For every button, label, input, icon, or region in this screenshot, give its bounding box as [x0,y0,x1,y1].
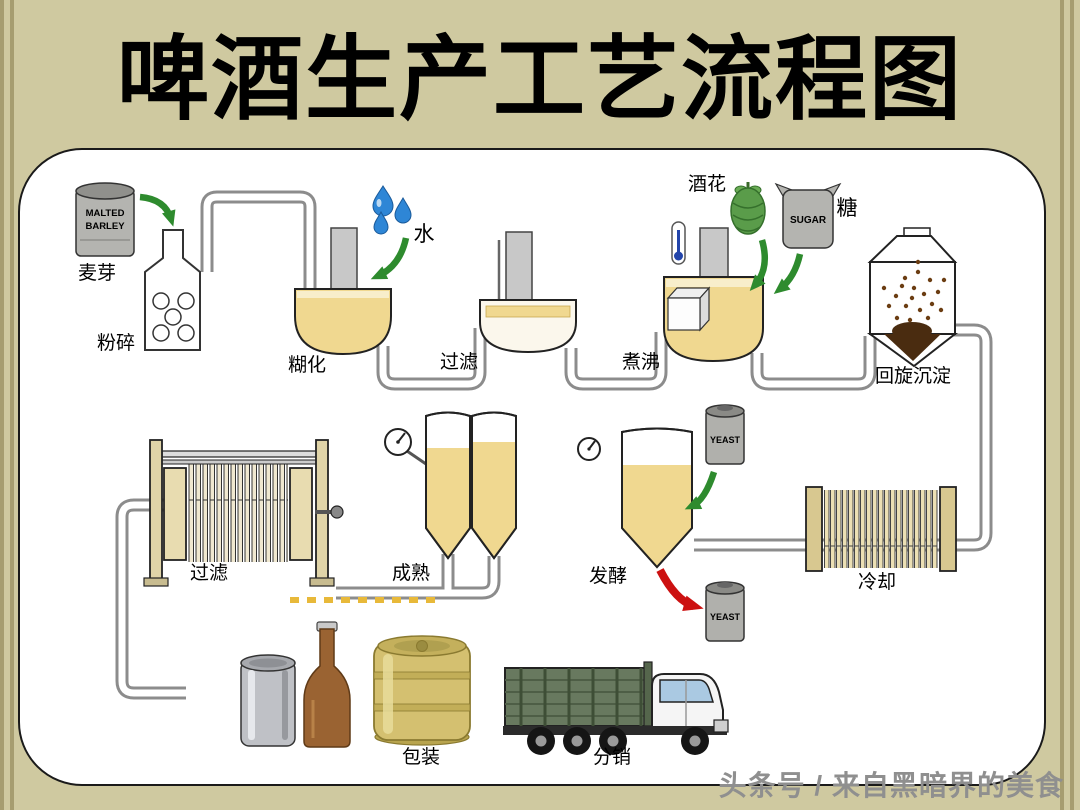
label-sugar: 糖 [837,197,858,220]
right-stripe-border [1060,0,1080,810]
beer-can-icon [240,654,296,747]
yeast-container-in: YEAST [705,404,745,465]
arrow-yeast-harvest [656,568,704,612]
arrow-water-to-mash [370,237,410,280]
fermenter-tank [621,427,693,569]
label-mature: 成熟 [392,562,430,584]
label-crush: 粉碎 [97,332,135,354]
pressure-gauge-fermenter [577,437,601,461]
arrow-hops-to-boil [749,239,769,292]
beer-keg-icon [373,635,471,746]
label-packaging: 包装 [402,746,440,768]
label-water: 水 [414,223,435,246]
pipes-outline [115,190,993,700]
label-malt: 麦芽 [78,262,116,284]
thermometer-icon [671,221,686,265]
malt-sack-icon: MALTED BARLEY [75,182,135,257]
hops-icon [730,182,766,235]
label-whirlpool: 回旋沉淀 [875,365,951,387]
truck-wheels [527,727,709,755]
yeast-in-text: YEAST [710,435,741,445]
filter-press [143,439,344,587]
label-distribution: 分销 [593,746,631,768]
sugar-sack-text: SUGAR [790,215,827,226]
boil-kettle [663,221,764,363]
mash-tun [294,227,392,356]
label-boil: 煮沸 [622,351,660,373]
watermark: 头条号 / 来自黑暗界的美食 [718,770,1064,801]
arrow-malt-to-crusher [139,193,176,227]
label-cooling: 冷却 [858,571,896,593]
flow-arrows [139,193,804,612]
arrow-yeast-to-fermenter [684,470,718,510]
lauter-tun [479,231,577,354]
label-ferment: 发酵 [589,565,627,587]
malt-sack-text-line2: BARLEY [85,221,125,232]
maturation-tanks [425,411,517,560]
label-filter: 过滤 [190,562,228,584]
beer-bottle-icon [303,621,351,748]
page-title: 啤酒生产工艺流程图 [116,29,963,131]
sugar-sack-icon: SUGAR [774,182,842,249]
label-mash: 糊化 [288,354,326,376]
crusher-mill [144,229,201,351]
left-stripe-border [0,0,20,810]
pipes-inner [118,193,990,697]
yeast-out-text: YEAST [710,612,741,622]
yeast-container-out: YEAST [705,581,745,642]
delivery-truck-icon [503,661,729,755]
cooler-heat-exchanger [805,486,957,572]
step-labels: 麦芽 粉碎 糊化 水 过滤 煮沸 酒花 糖 回旋沉淀 冷却 发酵 成熟 过滤 包… [78,173,951,768]
water-drops-icon [372,185,412,235]
malt-sack-text-line1: MALTED [86,208,125,219]
arrow-sugar-to-boil [773,253,804,294]
whirlpool-vessel [866,227,958,368]
trub-particles [881,259,947,323]
pressure-gauge-maturation [384,428,427,466]
kettle-cutout-cube [666,286,711,332]
label-hops: 酒花 [688,173,726,195]
label-lauter: 过滤 [440,351,478,373]
